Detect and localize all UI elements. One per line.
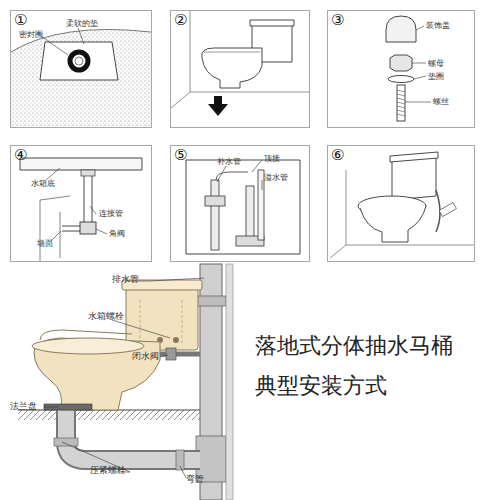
toilet-lowering-sketch [250,20,294,26]
step-number: ② [174,12,187,29]
elbow-pipe [176,450,184,470]
part-label: 墙面 [37,240,53,248]
leader-lines [44,278,204,478]
part-label: 装饰盖 [426,22,450,30]
part-label: 螺母 [428,60,444,68]
supply-pipe-sketch [81,170,95,176]
step-number: ⑤ [174,147,187,164]
part-label: 法兰盘 [10,402,37,412]
floor-flange-sketch [75,57,83,65]
tank-fittings-sketch [246,186,254,244]
toilet-tank [173,337,179,343]
water-supply [160,348,200,360]
bolt-cap-sketch [397,90,405,116]
supply-pipe-sketch [20,158,142,261]
bolt-cap-sketch [390,55,412,71]
tank-fittings-sketch [258,170,264,240]
toilet-lowering-sketch [208,96,228,116]
step-number: ③ [331,12,344,29]
toilet-lowering-sketch [202,48,262,88]
tank-fittings-sketch [205,196,225,206]
supply-pipe-sketch [80,222,96,234]
supply-pipe-sketch [84,170,92,222]
supply-pipe-sketch [46,168,107,242]
floor-flange-sketch [11,28,151,127]
installed-toilet-sketch [390,152,438,162]
part-label: 压紧螺栓 [90,466,126,476]
bolt-cap-sketch [405,26,431,102]
water-supply [166,348,176,360]
supply-pipe-sketch [62,226,80,231]
toilet-tank [140,300,182,345]
toilet-bowl [32,330,160,410]
toilet-lowering-sketch [171,11,309,116]
installed-toilet-sketch [360,206,426,242]
part-label: 连接管 [99,210,123,218]
toilet-lowering-sketch [171,11,309,108]
step-panel: ⑥ [327,145,475,262]
part-label: 补水管 [217,158,241,166]
elbow-pipe [54,438,78,446]
step-number: ④ [14,147,27,164]
tank-fittings-sketch [211,180,219,250]
bolt-cap-sketch [386,16,431,121]
floor-flange-sketch [70,52,88,70]
part-label: 角阀 [109,230,125,238]
drain-pipe [196,264,233,500]
bolt-cap-sketch [388,76,414,83]
part-label: 柔软的垫 [66,20,98,28]
tank-fittings-sketch [216,172,248,180]
floor-flange-sketch [38,28,84,55]
part-label: 水箱螺栓 [88,312,124,322]
drain-pipe [196,296,226,306]
step-number: ⑥ [331,147,344,164]
part-label: 溢水管 [264,174,288,182]
installed-toilet-sketch [439,203,456,217]
installed-toilet-sketch [330,152,474,258]
step-number: ① [14,12,27,29]
part-label: 顶接 [264,155,280,163]
diagram-title: 落地式分体抽水马桶 典型安装方式 [255,326,477,406]
drain-pipe [226,264,233,500]
tank-fittings-sketch [186,160,300,254]
part-label: 排水管 [112,275,139,285]
floor-slab [18,410,200,420]
bolt-cap-sketch [397,85,405,121]
floor-slab [18,410,200,420]
toilet-bowl [40,330,132,340]
step-panel: ① 密封圈 柔软的垫 [10,10,152,128]
part-label: 水箱底 [31,180,55,188]
part-label: 密封圈 [19,31,43,39]
supply-pipe-sketch [40,196,70,261]
supply-pipe-sketch [20,158,142,170]
tank-fittings-sketch [186,160,300,254]
toilet-tank [122,280,202,350]
leader-lines [44,278,204,478]
bolt-cap-sketch [386,16,416,42]
step-panel: ③ 装饰盖螺母垫圈螺丝 [327,10,475,128]
step-panel: ④ 水箱底连接管角阀墙面 [10,145,152,262]
elbow-pipe [54,410,200,470]
part-label: 弯管 [186,475,204,485]
part-label: 闭水阀 [132,352,159,362]
part-label: 螺丝 [433,98,449,106]
part-label: 垫圈 [428,73,444,81]
floor-flange-sketch [40,42,118,80]
floor-flange-sketch [11,30,151,128]
toilet-bowl [32,338,144,354]
step-panel: ⑤ 补水管 顶接溢水管 [170,145,310,262]
toilet-lowering-sketch [204,52,260,53]
step-panel: ② [170,10,310,128]
installed-toilet-sketch [392,156,436,200]
